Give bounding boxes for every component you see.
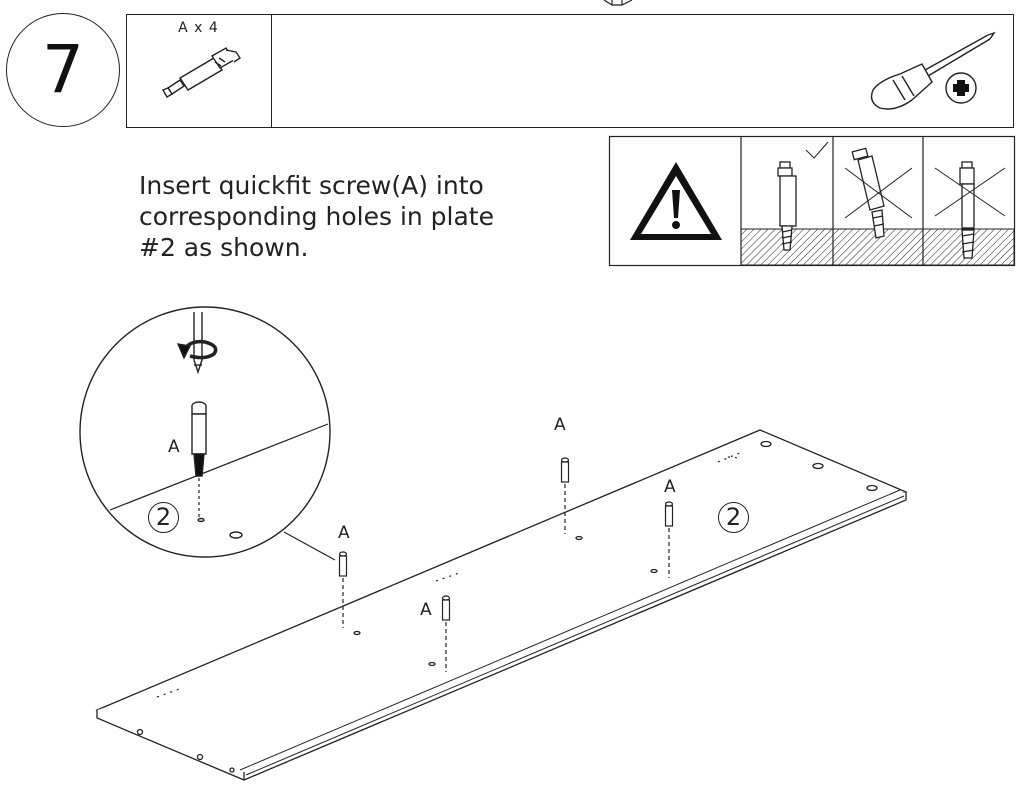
box-edge-icon [603, 0, 633, 6]
too-deep-wrong-icon [934, 161, 1006, 259]
screw-a-1 [338, 551, 348, 628]
instruction-line-3: #2 as shown. [139, 233, 309, 262]
screw-a-3-label: A [554, 415, 566, 435]
screw-a-4-label: A [664, 477, 676, 497]
detail-magnifier [79, 306, 336, 561]
step-number-circle [6, 13, 120, 127]
dotted-marks [156, 451, 743, 698]
instruction-line-2: corresponding holes in plate [139, 202, 494, 231]
screw-a-2 [441, 595, 451, 672]
quickfit-screw-icon [161, 47, 241, 98]
plate-number: 2 [718, 502, 749, 533]
screw-a-2-label: A [420, 600, 432, 620]
tilted-wrong-icon [844, 147, 913, 239]
step-number: 7 [42, 31, 84, 108]
correct-install-icon [777, 141, 829, 251]
screw-a-3 [560, 457, 570, 534]
parts-tools-panel [126, 14, 1014, 128]
detail-part-label: A [168, 437, 180, 457]
part-quantity-label: A x 4 [178, 20, 219, 36]
plate-2-panel [95, 429, 908, 781]
phillips-screwdriver-icon [870, 31, 996, 110]
screw-a-1-label: A [338, 523, 350, 543]
warning-triangle-icon [630, 162, 722, 240]
screw-a-4 [664, 501, 674, 578]
detail-plate-number: 2 [148, 502, 179, 533]
parts-divider [271, 14, 273, 128]
instruction-line-1: Insert quickfit screw(A) into [139, 171, 484, 200]
instruction-text: Insert quickfit screw(A) into correspond… [139, 170, 559, 263]
